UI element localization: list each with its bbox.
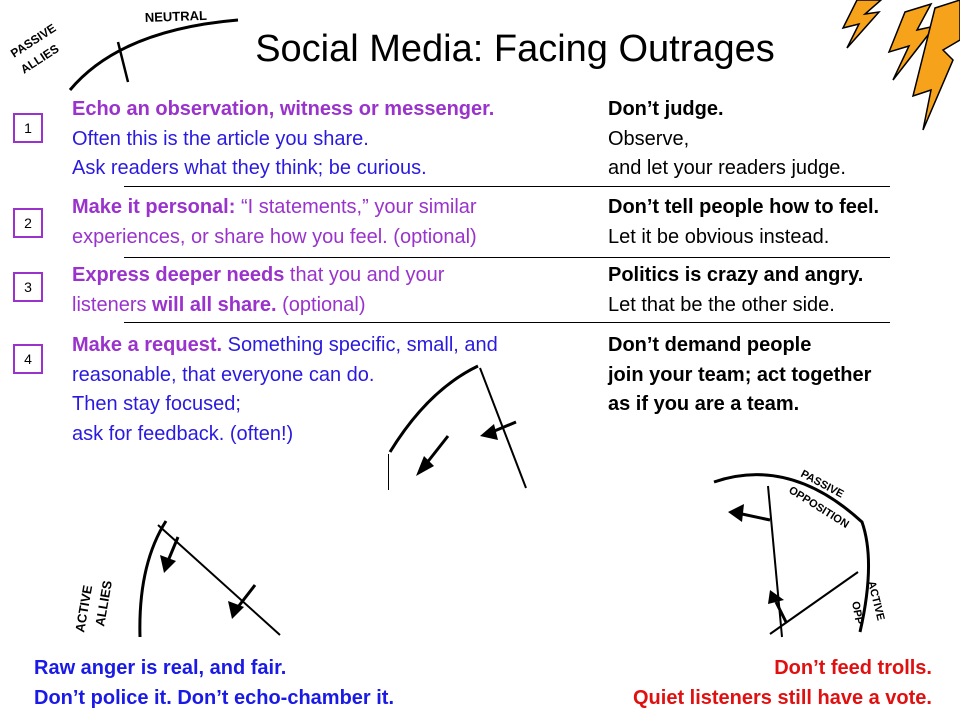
- step-1-right-line1: Don’t judge.: [608, 98, 724, 120]
- footer-left-line1: Raw anger is real, and fair.: [34, 657, 287, 679]
- divider-3: [124, 322, 890, 323]
- step-number-4: 4: [13, 344, 43, 374]
- sketch-passive-allies-neutral: NEUTRAL PASSIVE ALLIES: [8, 8, 239, 91]
- lightning-bolt-icon: [841, 0, 960, 131]
- step-3-line2-a: listeners: [72, 293, 153, 316]
- step-4-heading: Make a request.: [72, 334, 223, 356]
- step-1-line3: Ask readers what they think; be curious.: [72, 157, 427, 179]
- step-3-rest: that you and your: [284, 264, 445, 286]
- sketch-active-allies: ACTIVE ALLIES: [72, 520, 281, 638]
- step-4-left: Make a request. Something specific, smal…: [72, 331, 498, 449]
- divider-2: [124, 257, 890, 258]
- step-1-line2: Often this is the article you share.: [72, 127, 369, 150]
- step-2-right-line1: Don’t tell people how to feel.: [608, 196, 880, 218]
- step-1-left: Echo an observation, witness or messenge…: [72, 95, 494, 184]
- step-2-right: Don’t tell people how to feel. Let it be…: [608, 193, 879, 252]
- step-2-line2: experiences, or share how you feel. (opt…: [72, 225, 477, 248]
- step-1-right-line3: and let your readers judge.: [608, 157, 846, 179]
- footer-left: Raw anger is real, and fair. Don’t polic…: [34, 653, 394, 713]
- step-4-rest: Something specific, small, and: [222, 334, 498, 356]
- active-opposition-label-2: OPP: [849, 600, 865, 625]
- sketch-arc-middle: [388, 364, 527, 490]
- step-4-right-line1: Don’t demand people: [608, 334, 812, 356]
- step-4-line4: ask for feedback. (often!): [72, 422, 294, 445]
- step-4-right-line2: join your team; act together: [608, 363, 872, 386]
- footer-left-line2: Don’t police it. Don’t echo-chamber it.: [34, 687, 395, 709]
- active-allies-label-1: ACTIVE: [72, 584, 95, 634]
- step-number-2: 2: [13, 208, 43, 238]
- step-2-right-line2: Let it be obvious instead.: [608, 225, 830, 248]
- step-3-line2-b: will all share.: [152, 293, 277, 316]
- step-3-left: Express deeper needs that you and your l…: [72, 261, 444, 320]
- step-2-rest: “I statements,” your similar: [235, 196, 477, 218]
- step-4-line3: Then stay focused;: [72, 393, 241, 415]
- footer-right-line1: Don’t feed trolls.: [774, 657, 932, 679]
- active-allies-label-2: ALLIES: [92, 579, 115, 627]
- step-1-right: Don’t judge. Observe, and let your reade…: [608, 95, 846, 184]
- divider-1: [124, 186, 890, 187]
- active-opposition-label-1: ACTIVE: [865, 580, 886, 622]
- step-2-heading: Make it personal:: [72, 196, 236, 218]
- step-4-right-line3: as if you are a team.: [608, 393, 800, 415]
- step-3-right-line2: Let that be the other side.: [608, 293, 835, 316]
- sketch-opposition: PASSIVE OPPOSITION ACTIVE OPP: [713, 468, 886, 638]
- step-number-1: 1: [13, 113, 43, 143]
- footer-right: Don’t feed trolls. Quiet listeners still…: [633, 653, 932, 713]
- step-2-left: Make it personal: “I statements,” your s…: [72, 193, 477, 252]
- step-4-right: Don’t demand people join your team; act …: [608, 331, 871, 420]
- footer-right-line2: Quiet listeners still have a vote.: [632, 687, 932, 709]
- page-title: Social Media: Facing Outrages: [255, 28, 775, 70]
- step-3-heading: Express deeper needs: [72, 264, 285, 286]
- step-1-heading: Echo an observation, witness or messenge…: [72, 98, 495, 120]
- step-4-line2: reasonable, that everyone can do.: [72, 363, 375, 386]
- step-1-right-line2: Observe,: [608, 127, 690, 150]
- step-number-3: 3: [13, 272, 43, 302]
- step-3-right-line1: Politics is crazy and angry.: [608, 264, 864, 286]
- neutral-label: NEUTRAL: [145, 8, 208, 25]
- step-3-line2-c: (optional): [276, 293, 366, 316]
- step-3-right: Politics is crazy and angry. Let that be…: [608, 261, 863, 320]
